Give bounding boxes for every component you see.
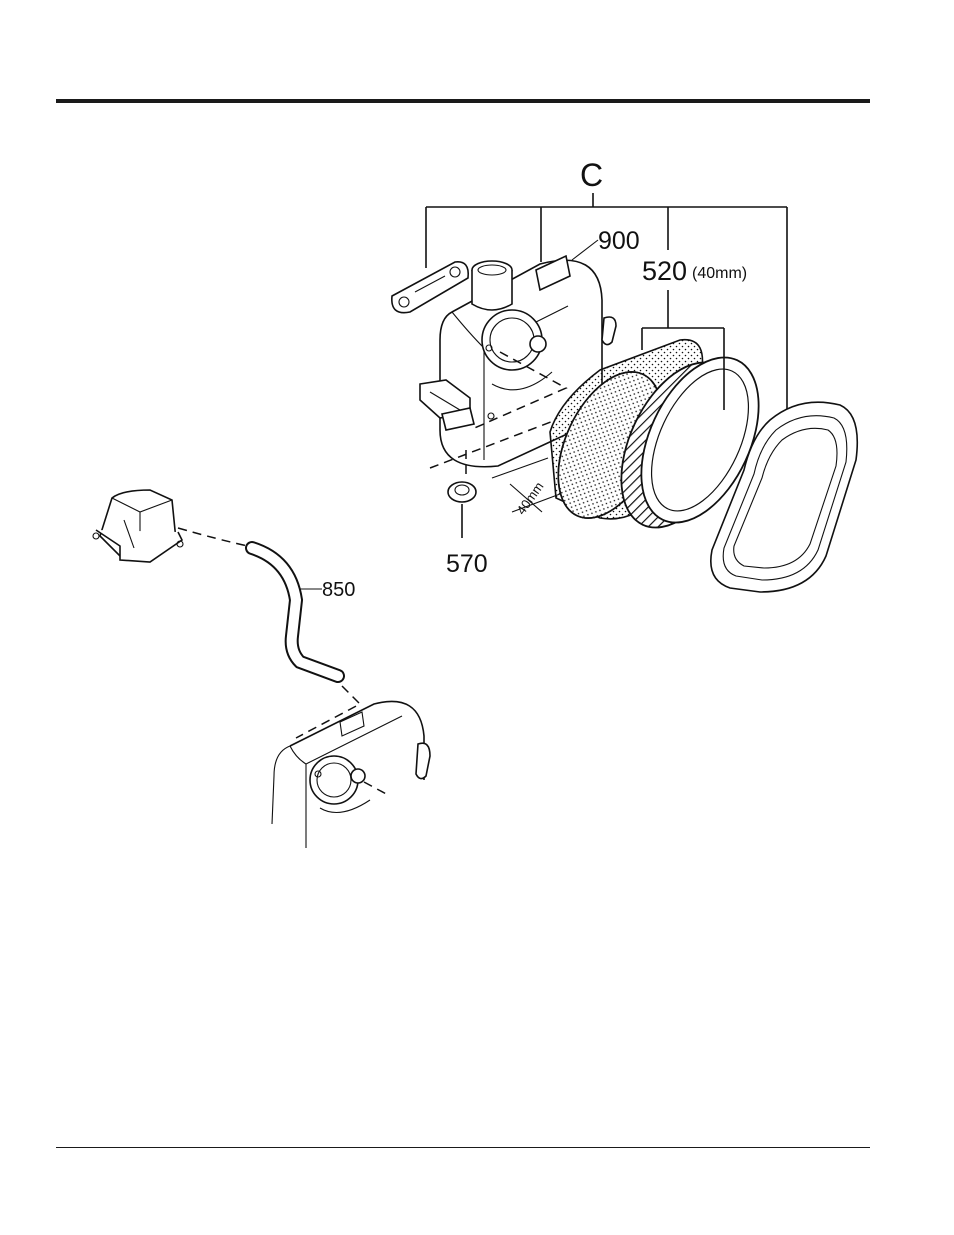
air-cleaner-housing-lower — [272, 701, 430, 848]
element-size-label: (40mm) — [692, 265, 747, 282]
wing-nut-label: 570 — [446, 550, 488, 578]
bottom-rule — [56, 1147, 870, 1148]
gasket — [392, 262, 468, 313]
wing-nut — [448, 482, 476, 538]
hose-label: 850 — [322, 579, 355, 601]
cover-label: 900 — [598, 227, 640, 255]
element-label: 520 — [642, 256, 687, 286]
assembly-label: C — [580, 157, 603, 193]
rocker-cover — [93, 490, 183, 562]
breather-hose — [252, 548, 338, 676]
